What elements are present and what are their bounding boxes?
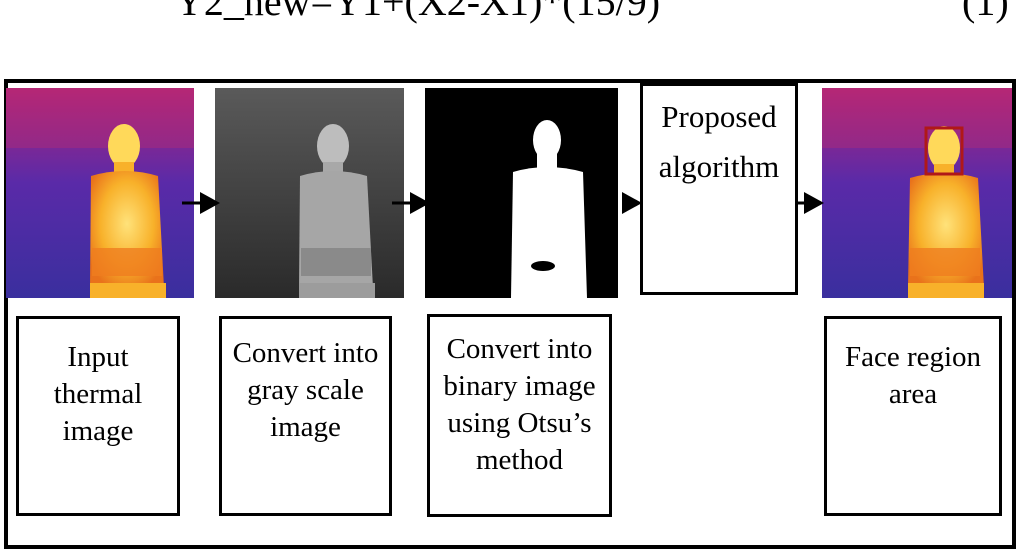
grayscale-step-label: Convert into gray scale image [232,337,379,443]
face-region-image [822,88,1012,298]
equation-text: Y2_new=Y1+(X2-X1)*(15/9) [175,0,661,24]
face-region-step-box: Face region area [824,316,1002,516]
binary-image [425,88,618,298]
input-step-label: Input thermal image [53,341,143,447]
proposed-algorithm-box: Proposed algorithm [640,83,798,295]
binary-step-label: Convert into binary image using Otsu’s m… [443,333,596,476]
input-step-box: Input thermal image [16,316,180,516]
arrow-icon [392,192,430,214]
grayscale-step-box: Convert into gray scale image [219,316,392,516]
arrow-icon [622,192,642,214]
grayscale-image [215,88,404,298]
arrow-icon [794,192,824,214]
binary-step-box: Convert into binary image using Otsu’s m… [427,314,612,517]
face-region-step-label: Face region area [844,341,982,410]
equation-number: (1) [962,0,1009,24]
arrow-icon [182,192,220,214]
thermal-input-image [6,88,194,298]
face-bounding-box [924,126,964,176]
proposed-algorithm-label: Proposed algorithm [658,99,780,184]
